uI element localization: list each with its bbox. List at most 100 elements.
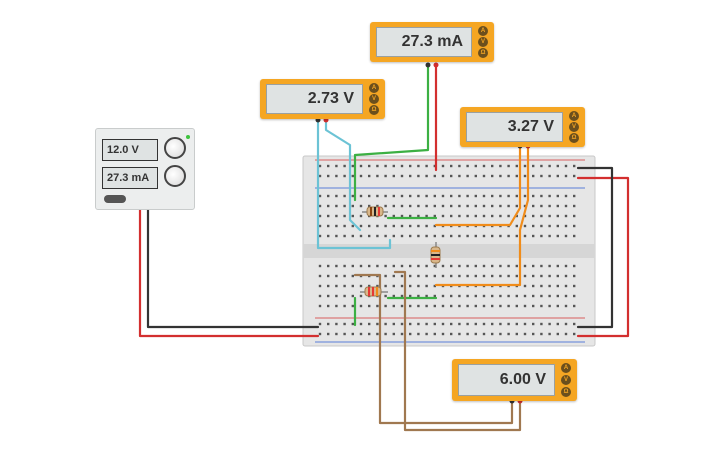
breadboard-hole[interactable] xyxy=(425,304,428,308)
breadboard-hole[interactable] xyxy=(540,304,543,308)
breadboard-hole[interactable] xyxy=(327,224,330,228)
breadboard-hole[interactable] xyxy=(400,164,404,168)
breadboard-hole[interactable] xyxy=(548,174,551,178)
breadboard-hole[interactable] xyxy=(409,304,412,308)
breadboard-hole[interactable] xyxy=(433,264,436,268)
breadboard-hole[interactable] xyxy=(474,322,477,326)
breadboard-hole[interactable] xyxy=(368,224,371,228)
breadboard-hole[interactable] xyxy=(441,294,445,298)
mode-a-icon[interactable]: A xyxy=(561,363,571,373)
breadboard-hole[interactable] xyxy=(400,294,404,298)
breadboard-hole[interactable] xyxy=(384,174,387,178)
breadboard-hole[interactable] xyxy=(507,204,510,208)
breadboard-hole[interactable] xyxy=(507,304,510,308)
breadboard-hole[interactable] xyxy=(523,332,527,336)
breadboard-hole[interactable] xyxy=(343,332,346,336)
breadboard-hole[interactable] xyxy=(376,194,379,198)
breadboard-hole[interactable] xyxy=(359,332,363,336)
ammeter[interactable]: 27.3 mA A V Ω xyxy=(370,22,494,62)
breadboard-hole[interactable] xyxy=(359,284,363,288)
breadboard-hole[interactable] xyxy=(433,332,436,336)
breadboard-hole[interactable] xyxy=(474,164,477,168)
breadboard-hole[interactable] xyxy=(466,174,469,178)
breadboard-hole[interactable] xyxy=(327,322,330,326)
breadboard-hole[interactable] xyxy=(482,332,486,336)
breadboard-hole[interactable] xyxy=(368,304,371,308)
breadboard-hole[interactable] xyxy=(359,224,363,228)
breadboard-hole[interactable] xyxy=(417,332,420,336)
breadboard-hole[interactable] xyxy=(466,304,469,308)
breadboard-hole[interactable] xyxy=(532,332,535,336)
breadboard-hole[interactable] xyxy=(335,294,338,298)
breadboard-hole[interactable] xyxy=(458,174,461,178)
breadboard-hole[interactable] xyxy=(368,164,371,168)
breadboard-hole[interactable] xyxy=(491,204,494,208)
breadboard-hole[interactable] xyxy=(433,174,436,178)
breadboard-hole[interactable] xyxy=(523,284,527,288)
breadboard-hole[interactable] xyxy=(409,294,412,298)
mode-a-icon[interactable]: A xyxy=(569,111,579,121)
breadboard-hole[interactable] xyxy=(318,214,322,218)
breadboard-hole[interactable] xyxy=(441,204,445,208)
breadboard-hole[interactable] xyxy=(417,274,420,278)
voltmeter-3[interactable]: 6.00 V A V Ω xyxy=(452,359,577,401)
breadboard-hole[interactable] xyxy=(573,204,576,208)
breadboard-hole[interactable] xyxy=(573,224,576,228)
breadboard-hole[interactable] xyxy=(368,174,371,178)
breadboard-hole[interactable] xyxy=(343,164,346,168)
breadboard-hole[interactable] xyxy=(376,284,379,288)
breadboard-hole[interactable] xyxy=(335,264,338,268)
mode-v-icon[interactable]: V xyxy=(569,122,579,132)
breadboard-hole[interactable] xyxy=(474,234,477,238)
breadboard-hole[interactable] xyxy=(532,294,535,298)
breadboard-hole[interactable] xyxy=(343,224,346,228)
breadboard-hole[interactable] xyxy=(556,294,559,298)
mode-ohm-icon[interactable]: Ω xyxy=(478,48,488,58)
breadboard-hole[interactable] xyxy=(417,264,420,268)
breadboard-hole[interactable] xyxy=(368,332,371,336)
breadboard-hole[interactable] xyxy=(335,332,338,336)
breadboard-hole[interactable] xyxy=(425,224,428,228)
breadboard-hole[interactable] xyxy=(564,264,568,268)
breadboard-hole[interactable] xyxy=(564,214,568,218)
breadboard-hole[interactable] xyxy=(400,174,404,178)
breadboard-hole[interactable] xyxy=(507,194,510,198)
breadboard-hole[interactable] xyxy=(532,284,535,288)
breadboard-hole[interactable] xyxy=(573,322,576,326)
breadboard-hole[interactable] xyxy=(458,274,461,278)
breadboard-hole[interactable] xyxy=(392,224,395,228)
breadboard-hole[interactable] xyxy=(409,214,412,218)
breadboard-hole[interactable] xyxy=(458,264,461,268)
breadboard-hole[interactable] xyxy=(376,332,379,336)
breadboard-hole[interactable] xyxy=(507,332,510,336)
breadboard-hole[interactable] xyxy=(409,274,412,278)
breadboard-hole[interactable] xyxy=(458,294,461,298)
breadboard-hole[interactable] xyxy=(343,304,346,308)
breadboard-hole[interactable] xyxy=(433,294,436,298)
breadboard-hole[interactable] xyxy=(548,332,551,336)
breadboard-hole[interactable] xyxy=(540,284,543,288)
breadboard-hole[interactable] xyxy=(343,294,346,298)
breadboard-hole[interactable] xyxy=(441,304,445,308)
breadboard-hole[interactable] xyxy=(417,234,420,238)
resistor-2[interactable] xyxy=(430,242,441,268)
breadboard-hole[interactable] xyxy=(458,204,461,208)
breadboard-hole[interactable] xyxy=(384,294,387,298)
breadboard-hole[interactable] xyxy=(384,304,387,308)
breadboard-hole[interactable] xyxy=(540,264,543,268)
breadboard-hole[interactable] xyxy=(327,294,330,298)
breadboard-hole[interactable] xyxy=(499,214,502,218)
breadboard-hole[interactable] xyxy=(376,224,379,228)
breadboard-hole[interactable] xyxy=(515,234,518,238)
breadboard-hole[interactable] xyxy=(433,304,436,308)
breadboard-hole[interactable] xyxy=(532,194,535,198)
breadboard-hole[interactable] xyxy=(392,164,395,168)
breadboard-hole[interactable] xyxy=(466,274,469,278)
breadboard-hole[interactable] xyxy=(433,234,436,238)
breadboard-hole[interactable] xyxy=(548,224,551,228)
breadboard-hole[interactable] xyxy=(515,204,518,208)
breadboard-hole[interactable] xyxy=(482,194,486,198)
breadboard-hole[interactable] xyxy=(327,264,330,268)
breadboard-hole[interactable] xyxy=(425,234,428,238)
breadboard-hole[interactable] xyxy=(548,214,551,218)
